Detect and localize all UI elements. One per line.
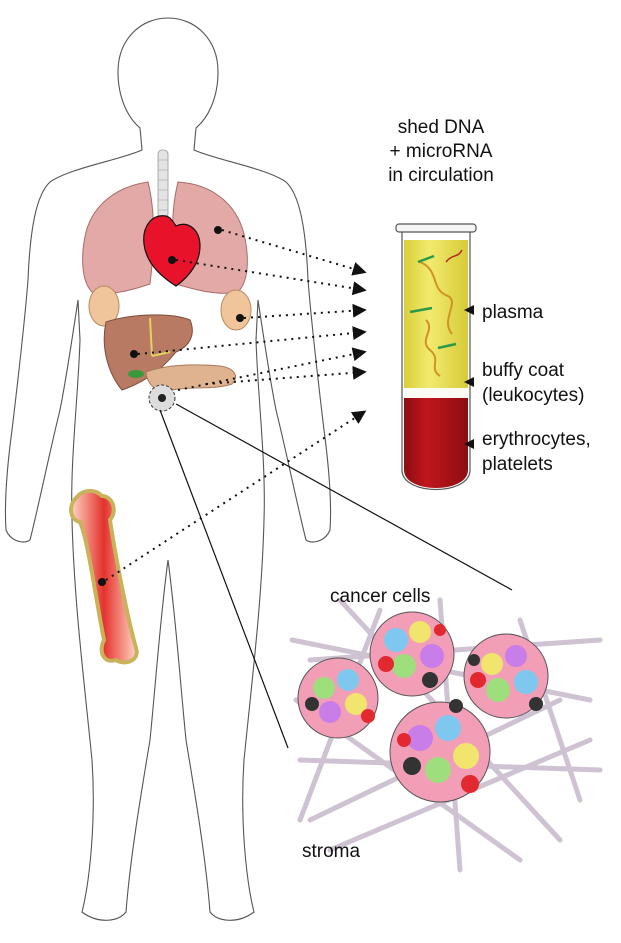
cancer-spheroid (369, 611, 455, 697)
left-kidney (88, 285, 120, 327)
cancer-spheroid (463, 633, 549, 719)
femur (69, 489, 139, 665)
blood-tube (395, 223, 477, 490)
heading-line-2: + microRNA (389, 141, 493, 162)
platelets-label: platelets (482, 454, 553, 475)
right-kidney (220, 289, 252, 331)
heart (143, 215, 201, 287)
liver (103, 314, 193, 391)
buffy-coat-label: buffy coat (482, 360, 565, 381)
plasma-label: plasma (482, 302, 544, 323)
stroma-label: stroma (302, 841, 361, 862)
erythrocytes-label: erythrocytes, (482, 429, 591, 450)
circulation-heading: shed DNA + microRNA in circulation (346, 116, 536, 188)
cancer-cells-label: cancer cells (330, 586, 431, 607)
left-lung (82, 181, 154, 294)
body-outline (4, 17, 332, 921)
buffy-coat-sublabel: (leukocytes) (482, 385, 585, 406)
cancer-spheroid (297, 657, 379, 739)
cancer-spheroid (389, 699, 491, 803)
heading-line-1: shed DNA (397, 117, 485, 138)
heading-line-3: in circulation (388, 165, 494, 186)
